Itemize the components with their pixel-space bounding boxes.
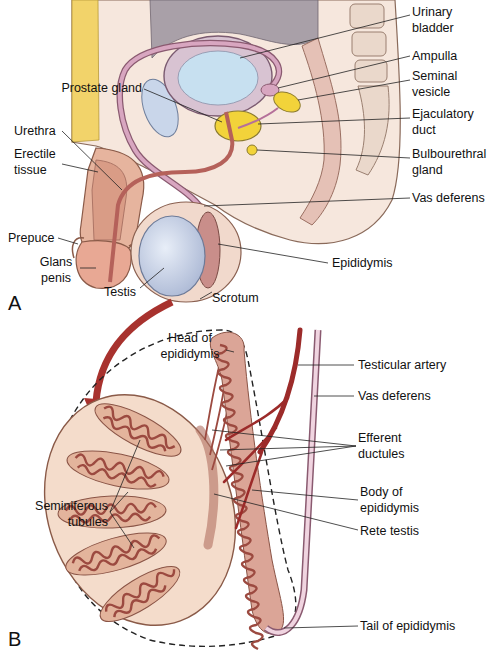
part-label: Prepuce bbox=[8, 230, 55, 246]
leader-line bbox=[257, 150, 410, 158]
part-label: Head of epididymis bbox=[152, 330, 228, 363]
part-label: Testicular artery bbox=[358, 357, 446, 373]
part-label: Prostate gland bbox=[40, 80, 142, 96]
artery-branch bbox=[236, 452, 262, 528]
part-label: Body of epididymis bbox=[360, 484, 432, 517]
vertebra bbox=[355, 60, 387, 82]
leader-line bbox=[110, 440, 140, 512]
artery-branch bbox=[226, 398, 288, 440]
part-label: Seminiferous tubules bbox=[24, 498, 108, 531]
leader-line bbox=[252, 490, 358, 500]
lobule bbox=[64, 444, 172, 497]
part-label: Vas deferens bbox=[412, 190, 485, 206]
part-label: Seminal vesicle bbox=[412, 68, 468, 101]
leader-line bbox=[140, 268, 164, 288]
testicular-artery bbox=[224, 330, 300, 528]
part-label: Rete testis bbox=[360, 523, 419, 539]
leader-line bbox=[240, 15, 410, 58]
glans-penis bbox=[76, 241, 131, 289]
part-label: Ejaculatory duct bbox=[412, 106, 482, 139]
leader-line bbox=[110, 492, 128, 512]
bulbourethral-gland bbox=[247, 145, 257, 155]
part-label: Glans penis bbox=[34, 254, 78, 287]
part-label: Bulbourethral gland bbox=[412, 146, 487, 179]
leader-lines-a bbox=[58, 15, 410, 299]
leader-line bbox=[214, 494, 358, 530]
bladder-lumen bbox=[178, 51, 258, 105]
leader-line bbox=[298, 365, 354, 366]
leader-line bbox=[144, 89, 222, 122]
leader-lines-b bbox=[110, 350, 358, 628]
vertebra bbox=[350, 4, 384, 28]
seminiferous-tubule bbox=[104, 565, 181, 622]
lobule-wall bbox=[93, 557, 187, 631]
seminiferous-tubule bbox=[73, 454, 165, 489]
part-label: Epididymis bbox=[332, 255, 392, 271]
seminiferous-tubule bbox=[72, 534, 163, 575]
leader-line bbox=[80, 268, 96, 269]
part-label: Testis bbox=[104, 284, 136, 300]
part-label: Urethra bbox=[14, 123, 56, 139]
part-label: Ampulla bbox=[412, 48, 457, 64]
prepuce bbox=[72, 238, 136, 262]
leader-line bbox=[200, 292, 212, 299]
leader-line bbox=[62, 164, 98, 172]
leader-line bbox=[204, 198, 410, 206]
part-label: Urinary bladder bbox=[412, 4, 474, 37]
part-label: Tail of epididymis bbox=[360, 618, 455, 634]
epididymis-coil bbox=[216, 345, 263, 649]
artery-trunk bbox=[260, 330, 300, 452]
leader-line bbox=[258, 118, 410, 124]
rectum bbox=[300, 38, 341, 225]
part-label: Efferent ductules bbox=[358, 430, 418, 463]
leader-line bbox=[284, 626, 358, 628]
vertebra bbox=[352, 32, 386, 56]
leader-line bbox=[58, 238, 78, 244]
fat-layer bbox=[72, 0, 99, 142]
leader-line bbox=[218, 244, 328, 263]
panel-letter: B bbox=[8, 626, 21, 652]
leader-line bbox=[226, 350, 234, 352]
lobule bbox=[93, 557, 187, 631]
leader-line bbox=[62, 131, 122, 190]
leader-line bbox=[314, 396, 354, 397]
testis bbox=[139, 216, 205, 296]
scrotum bbox=[131, 202, 241, 302]
lobule-wall bbox=[64, 444, 172, 497]
leader-line bbox=[110, 512, 134, 548]
part-label: Scrotum bbox=[212, 290, 259, 306]
body-section bbox=[72, 0, 400, 244]
epididymis-body bbox=[210, 332, 283, 634]
leader-line bbox=[212, 430, 356, 446]
prostate-gland bbox=[215, 111, 261, 141]
sacrum bbox=[356, 86, 389, 175]
panel-letter: A bbox=[8, 290, 21, 316]
leader-line bbox=[298, 80, 410, 100]
part-label: Erectile tissue bbox=[14, 146, 70, 179]
leader-line bbox=[226, 446, 356, 466]
seminiferous-tubule bbox=[98, 405, 177, 458]
seminal-vesicle bbox=[271, 88, 304, 116]
ejaculatory-duct bbox=[238, 108, 278, 128]
part-label: Vas deferens bbox=[358, 388, 431, 404]
